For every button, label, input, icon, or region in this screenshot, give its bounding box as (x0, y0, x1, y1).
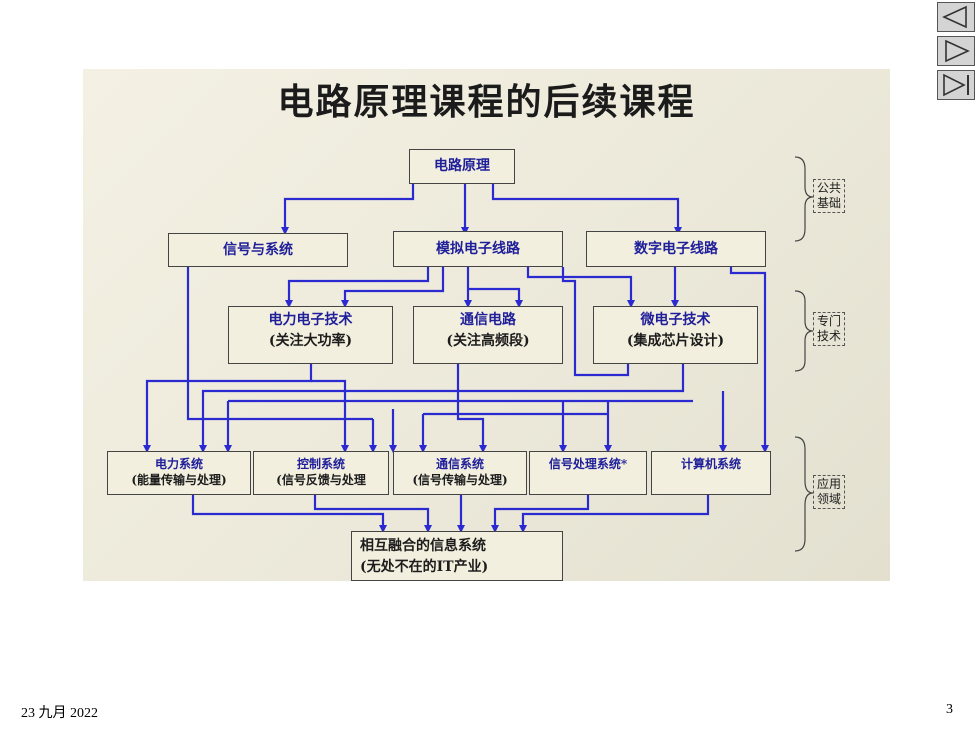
line-analog-wrap (561, 267, 630, 377)
category-label: 专门技术 (816, 314, 841, 343)
node-label: 电力电子技术 (268, 312, 353, 328)
node-digital-electronics: 数字电子线路 (586, 231, 766, 267)
arrow-digital-computer (729, 267, 769, 453)
node-signals-systems: 信号与系统 (168, 233, 348, 267)
slide-date: 23 九月 2022 (21, 706, 98, 721)
slide-page-number: 3 (946, 702, 953, 717)
line-powerel-down (143, 364, 313, 453)
node-label: 数字电子线路 (634, 241, 718, 257)
arrow-analog-comm-2 (468, 287, 523, 308)
line-control-final (313, 494, 432, 533)
node-label: 通信系统 (435, 457, 484, 471)
line-power-final (191, 494, 387, 533)
node-label: 控制系统 (296, 457, 345, 471)
arrow-root-digital (491, 184, 682, 235)
category-label: 公共基础 (816, 181, 841, 210)
diagram-title: 电路原理课程的后续课程 (277, 81, 696, 123)
node-note: (集成芯片设计) (626, 333, 725, 349)
next-slide-button[interactable] (937, 36, 975, 66)
brace-application (794, 436, 814, 552)
node-comm-systems: 通信系统 (信号传输与处理) (393, 451, 527, 495)
category-public-foundation: 公共基础 (813, 179, 845, 213)
last-slide-button[interactable] (937, 70, 975, 100)
arrow-analog-micro (526, 267, 635, 308)
triangle-right-icon (945, 39, 970, 63)
node-label: 计算机系统 (680, 457, 741, 471)
node-label: 信号与系统 (223, 242, 293, 258)
node-power-systems: 电力系统 (能量传输与处理) (107, 451, 251, 495)
brace-special (794, 290, 814, 372)
node-label: 信号处理系统* (548, 457, 628, 471)
line-signal-down (186, 267, 373, 421)
brace-public (794, 156, 814, 242)
node-note: (无处不在的IT产业) (360, 559, 489, 575)
node-computer-systems: 计算机系统 (651, 451, 771, 495)
node-label: 通信电路 (460, 312, 516, 328)
node-power-electronics: 电力电子技术 (关注大功率) (228, 306, 393, 364)
node-circuit-principles: 电路原理 (409, 149, 515, 184)
node-microelectronics: 微电子技术 (集成芯片设计) (593, 306, 758, 364)
node-label: 微电子技术 (640, 312, 711, 328)
node-label: 电力系统 (154, 457, 203, 471)
node-signal-processing: 信号处理系统* (529, 451, 647, 495)
line-comm-down (456, 364, 487, 453)
category-label: 应用领域 (816, 477, 841, 506)
node-note: (信号传输与处理) (412, 473, 508, 487)
node-note: (关注大功率) (268, 333, 353, 349)
node-label: 电路原理 (434, 158, 490, 174)
line-sigproc-final (491, 494, 590, 533)
line-computer-final (519, 494, 710, 533)
category-application-field: 应用领域 (813, 475, 845, 509)
category-specialized-tech: 专门技术 (813, 312, 845, 346)
arrow-analog-power-el-2 (341, 267, 445, 308)
node-note: (能量传输与处理) (131, 473, 227, 487)
skip-end-icon (943, 73, 969, 97)
prev-slide-button[interactable] (937, 2, 975, 32)
diagram-photo: 电路原理课程的后续课程 (83, 69, 890, 581)
node-note: (关注高频段) (446, 333, 530, 349)
node-note: (信号反馈与处理 (276, 473, 366, 487)
triangle-left-icon (942, 5, 967, 29)
connector-lines (143, 156, 814, 552)
arrow-root-signal (281, 184, 415, 235)
node-control-systems: 控制系统 (信号反馈与处理 (253, 451, 389, 495)
node-info-systems: 相互融合的信息系统 (无处不在的IT产业) (351, 531, 563, 581)
arrow-powerel-control (311, 379, 349, 453)
node-comm-circuits: 通信电路 (关注高频段) (413, 306, 563, 364)
node-analog-electronics: 模拟电子线路 (393, 231, 563, 267)
node-label: 模拟电子线路 (436, 241, 520, 257)
line-micro-down (199, 364, 685, 453)
node-label: 相互融合的信息系统 (360, 538, 486, 554)
arrow-analog-power-el (285, 267, 430, 308)
